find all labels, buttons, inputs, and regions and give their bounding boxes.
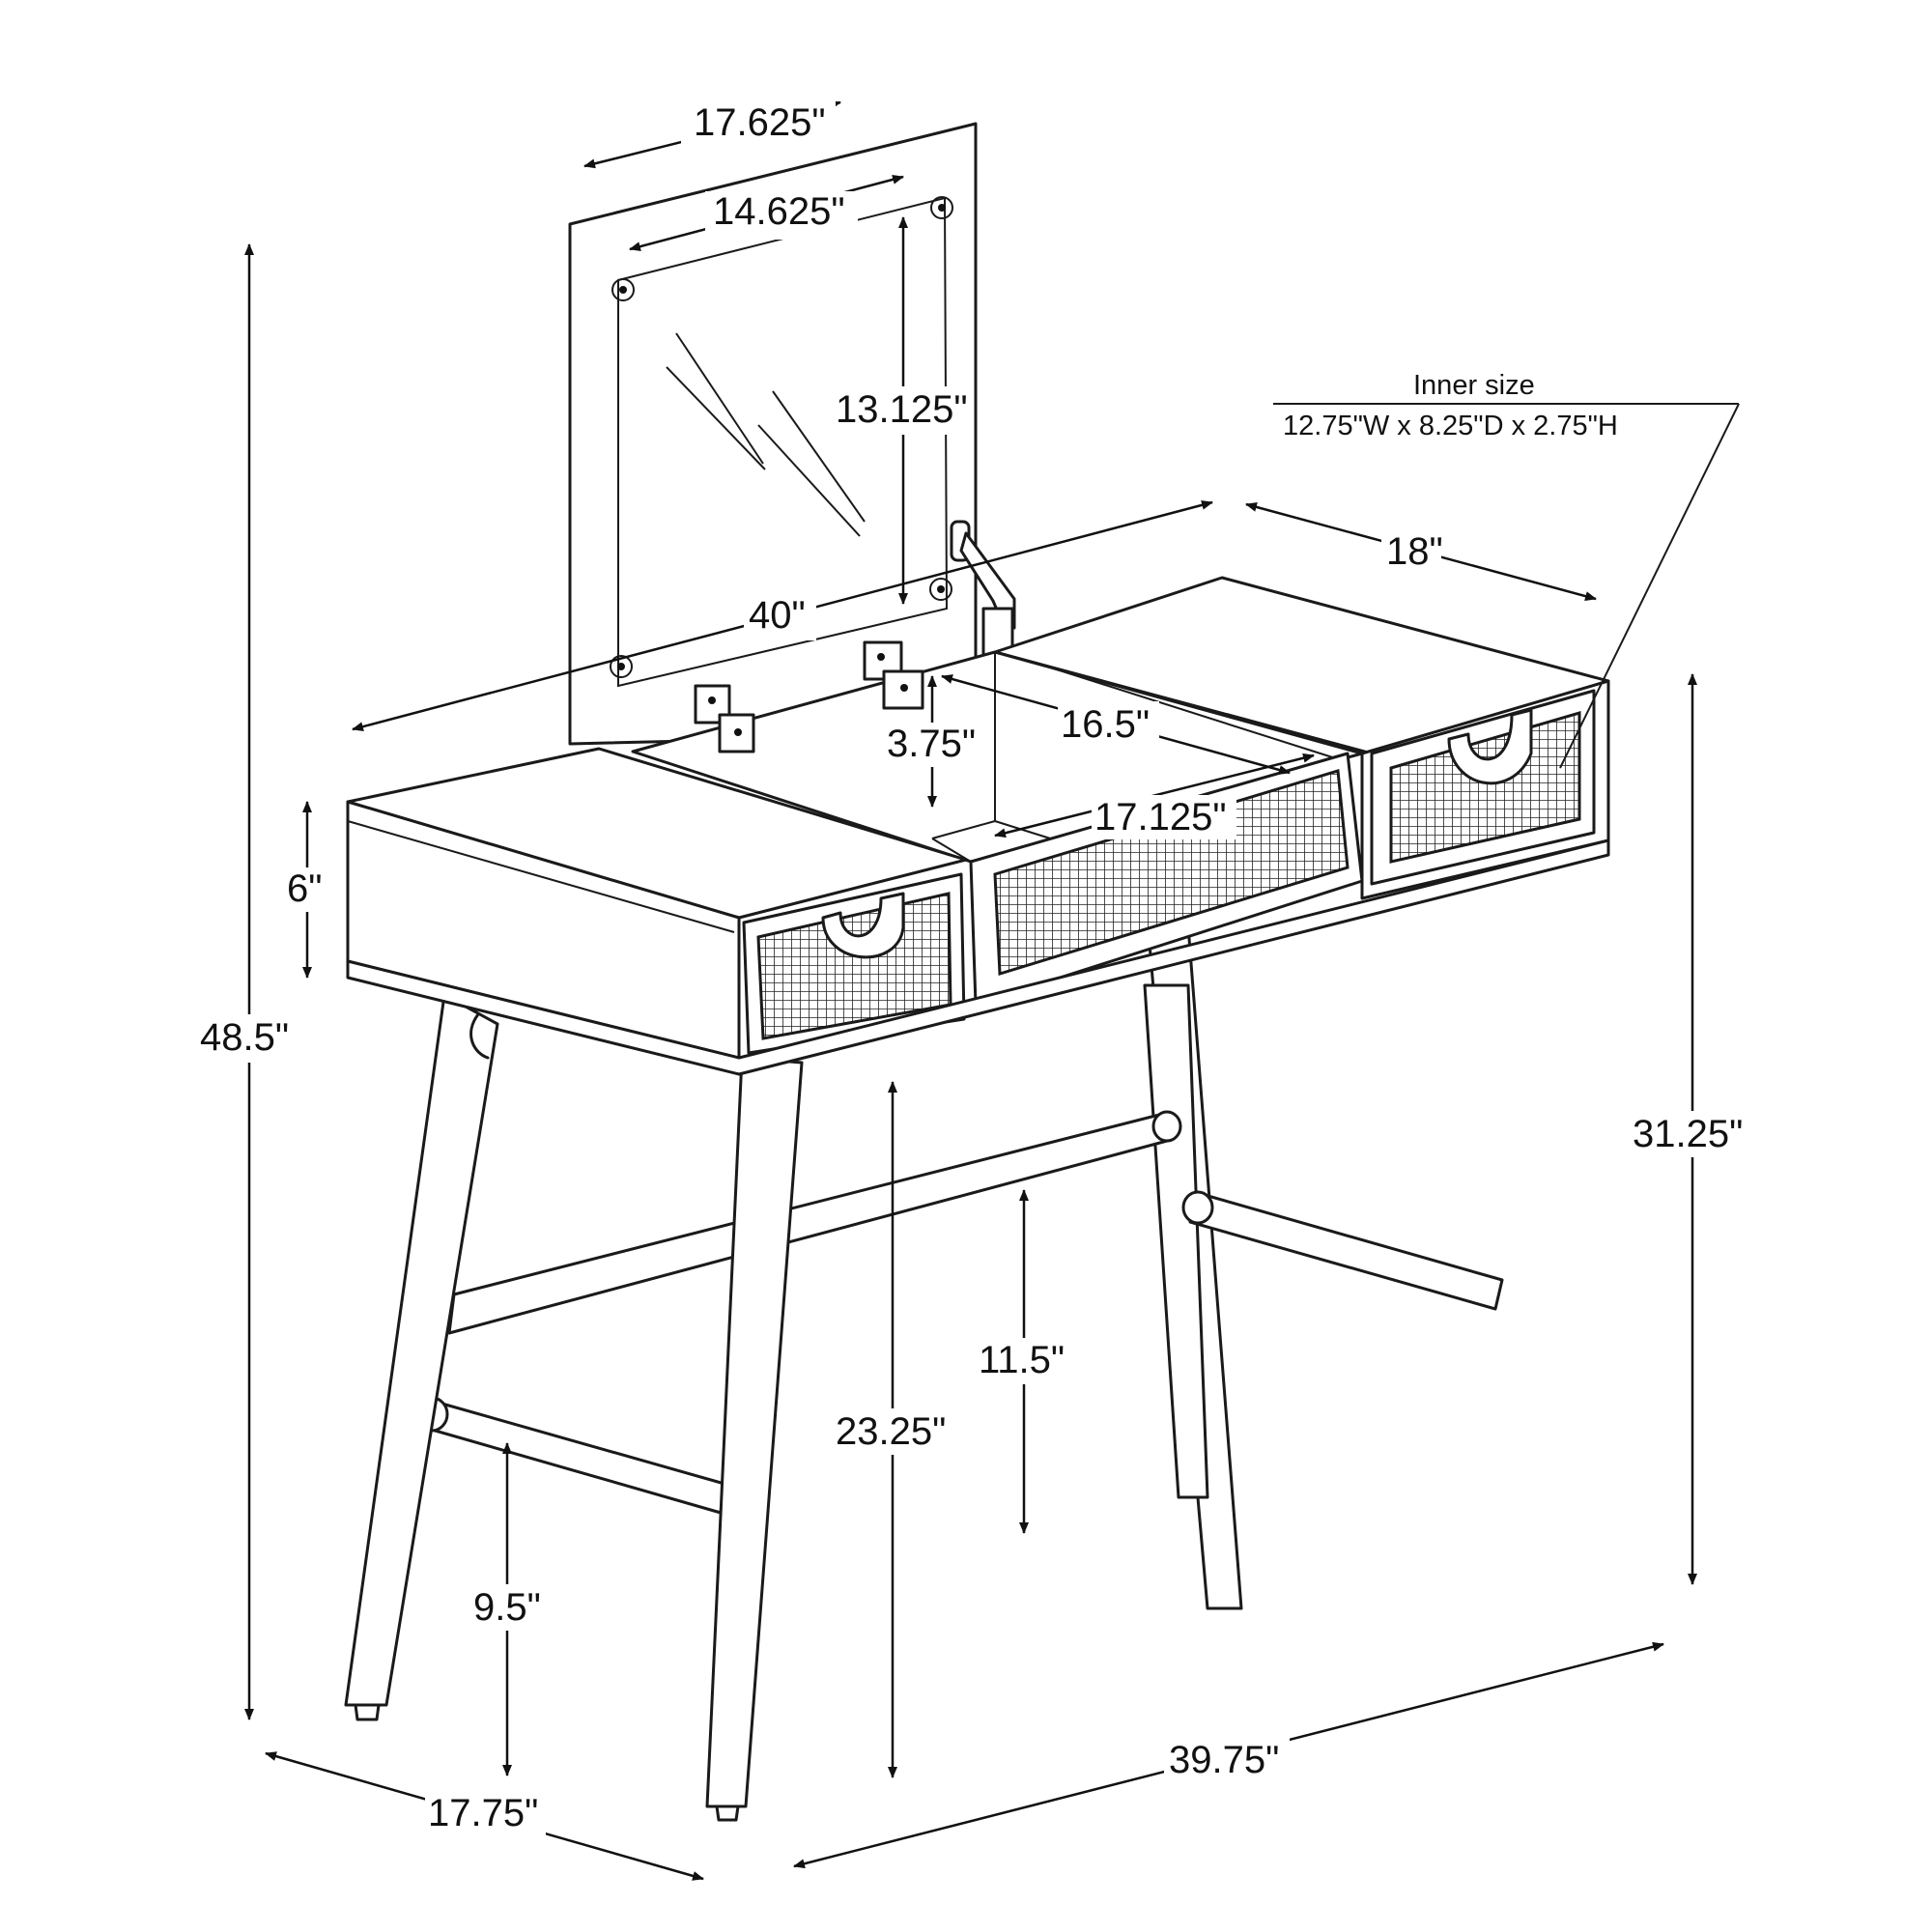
dim-compartment-depth: 3.75" xyxy=(887,723,976,765)
legs-and-stretchers xyxy=(344,887,1504,1822)
left-side-stretcher xyxy=(423,1399,726,1515)
apron xyxy=(346,838,1610,1076)
table-body xyxy=(346,576,1610,1076)
left-drawer-handle xyxy=(821,892,905,959)
dim-mirror-width: 14.625" xyxy=(713,190,845,233)
front-left-leg xyxy=(344,993,499,1707)
right-drawer-handle xyxy=(1447,708,1533,785)
inner-size-label: Inner size xyxy=(1413,370,1535,401)
inner-size-value: 12.75"W x 8.25"D x 2.75"H xyxy=(1283,411,1618,441)
dim-center-drawer-width: 17.125" xyxy=(1094,796,1227,838)
dim-compartment-width: 16.5" xyxy=(1061,703,1150,746)
dimension-labels: 17.625" 14.625" 13.125" 48.5" 40" 18" 3.… xyxy=(193,97,1753,1836)
dim-table-height: 31.25" xyxy=(1633,1113,1743,1155)
dim-front-stretcher-height: 9.5" xyxy=(473,1586,541,1629)
dim-stretcher-height: 11.5" xyxy=(979,1339,1065,1381)
dim-knee-clearance: 23.25" xyxy=(836,1410,946,1453)
dim-total-height: 48.5" xyxy=(200,1016,289,1059)
dim-leg-depth: 17.75" xyxy=(428,1792,538,1834)
dim-leg-width: 39.75" xyxy=(1169,1739,1279,1781)
dim-mirror-frame-width: 17.625" xyxy=(694,101,826,144)
dim-top-depth: 18" xyxy=(1386,530,1443,573)
front-right-leg xyxy=(705,1056,804,1808)
dim-mirror-height: 13.125" xyxy=(836,388,968,431)
right-side-stretcher xyxy=(1188,1191,1504,1311)
dim-top-width: 40" xyxy=(749,594,806,637)
back-stretcher xyxy=(447,1111,1173,1335)
dim-side-drawer-height: 6" xyxy=(287,867,322,910)
